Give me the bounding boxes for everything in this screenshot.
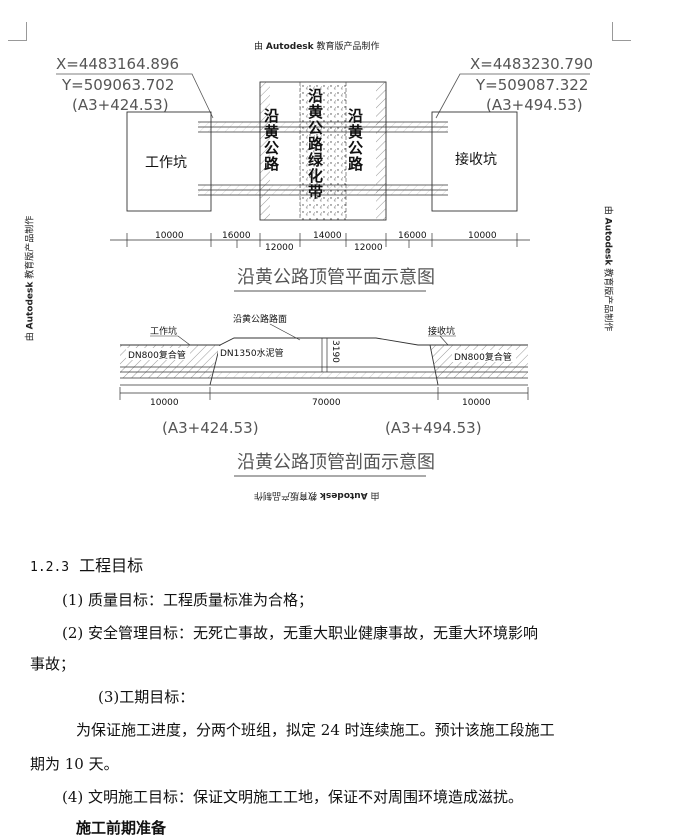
- plan-left-station: (A3+424.53): [72, 96, 169, 114]
- section-title: 沿黄公路顶管剖面示意图: [237, 452, 435, 473]
- plan-right-y: Y=509087.322: [475, 76, 588, 94]
- section-right-station: (A3+494.53): [385, 419, 482, 437]
- plan-dim-7: 12000: [354, 243, 383, 253]
- section-title: 工程目标: [79, 556, 144, 575]
- section-right-pipe: DN800复合管: [454, 351, 512, 363]
- plan-road-left-label: 沿黄公路: [262, 108, 280, 172]
- section-dim-2: 70000: [312, 398, 341, 408]
- goal-schedule-line1: 为保证施工进度，分两个班组，拟定 24 时连续施工。预计该施工段施工: [76, 721, 555, 739]
- plan-work-pit: [126, 111, 212, 212]
- plan-right-station: (A3+494.53): [486, 96, 583, 114]
- plan-road-right-label: 沿黄公路: [346, 108, 364, 172]
- plan-dim-3: 14000: [313, 231, 342, 241]
- section-receive-pit-label: 接收坑: [428, 325, 455, 337]
- plan-work-pit-label: 工作坑: [145, 155, 187, 171]
- section-work-pit-label: 工作坑: [150, 325, 177, 337]
- page-corner-top-right: [612, 22, 631, 41]
- plan-dim-6: 12000: [265, 243, 294, 253]
- goal-civilized: (4) 文明施工目标：保证文明施工工地，保证不对周围环境造成滋扰。: [62, 788, 524, 806]
- plan-green-belt: [300, 82, 346, 220]
- plan-dim-2: 16000: [222, 231, 251, 241]
- goal-quality: (1) 质量目标：工程质量标准为合格；: [62, 591, 314, 609]
- section-dim-3: 10000: [462, 398, 491, 408]
- plan-view: X=4483164.896 Y=509063.702 (A3+424.53) X…: [56, 55, 593, 292]
- section-main-pipe: DN1350水泥管: [220, 347, 284, 359]
- section-left-pipe: DN800复合管: [128, 349, 186, 361]
- plan-dim-4: 16000: [398, 231, 427, 241]
- section-road-label: 沿黄公路路面: [233, 313, 287, 325]
- section-heading: 1.2.3 工程目标: [30, 556, 144, 575]
- plan-receive-pit-label: 接收坑: [455, 151, 497, 168]
- section-dim-1: 10000: [150, 398, 179, 408]
- plan-left-x: X=4483164.896: [56, 55, 179, 73]
- watermark-top: 由 Autodesk 教育版产品制作: [254, 42, 380, 52]
- page-corner-top-left: [8, 22, 27, 41]
- plan-title: 沿黄公路顶管平面示意图: [237, 267, 435, 288]
- goal-safety-line2: 事故；: [30, 655, 76, 673]
- section-left-station: (A3+424.53): [162, 419, 259, 437]
- plan-green-belt-label: 沿黄公路绿化带: [306, 88, 324, 200]
- plan-right-x: X=4483230.790: [470, 55, 593, 73]
- goal-safety-line1: (2) 安全管理目标：无死亡事故，无重大职业健康事故，无重大环境影响: [62, 624, 539, 642]
- goal-schedule-line2: 期为 10 天。: [30, 755, 119, 773]
- plan-left-y: Y=509063.702: [61, 76, 174, 94]
- plan-dim-1: 10000: [155, 231, 184, 241]
- plan-receive-pit: [431, 111, 518, 212]
- section-number: 1.2.3: [30, 560, 70, 575]
- goal-schedule-label: (3)工期目标：: [98, 688, 195, 706]
- section-view: 工作坑 沿黄公路路面 接收坑 3190 DN800复合管: [119, 313, 529, 477]
- section-depth: 3190: [330, 340, 340, 363]
- cad-drawing: X=4483164.896 Y=509063.702 (A3+424.53) X…: [56, 55, 593, 477]
- plan-dim-5: 10000: [468, 231, 497, 241]
